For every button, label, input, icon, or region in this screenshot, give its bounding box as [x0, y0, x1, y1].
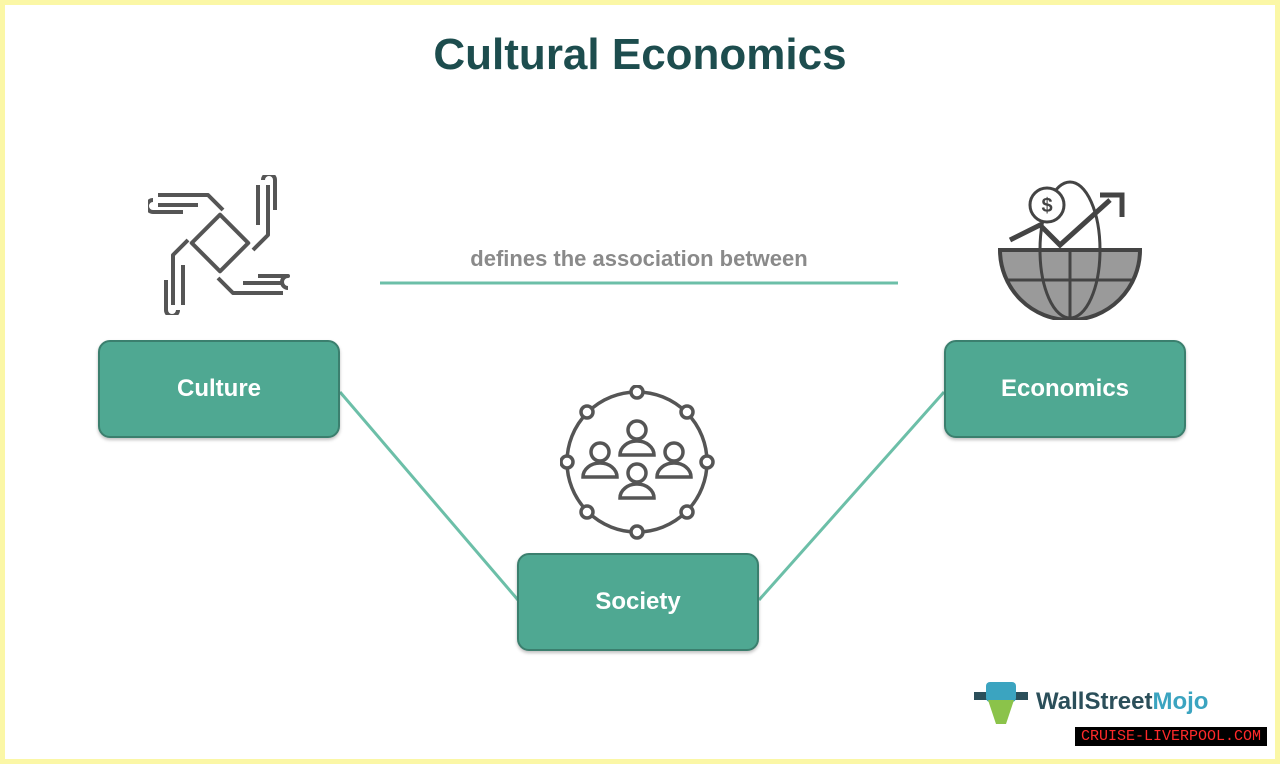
svg-text:$: $: [1041, 195, 1052, 217]
logo-text-part1: WallStreet: [1036, 688, 1153, 715]
logo-text-part2: Mojo: [1152, 688, 1209, 715]
society-economics-line: [757, 391, 946, 601]
page-title: Cultural Economics: [433, 30, 847, 79]
society-node: Society: [517, 553, 759, 651]
global-economy-icon: $: [997, 180, 1143, 320]
culture-society-line: [338, 391, 520, 601]
community-network-icon: [560, 385, 715, 540]
connector-label: defines the association between: [470, 246, 808, 271]
logo-mark-icon: [974, 682, 1028, 724]
watermark: CRUISE-LIVERPOOL.COM: [1075, 727, 1268, 746]
culture-node: Culture: [98, 340, 340, 438]
wallstreetmojo-logo: WallStreetMojo: [972, 676, 1208, 728]
economics-node: Economics: [944, 340, 1186, 438]
joined-hands-icon: [148, 175, 290, 315]
